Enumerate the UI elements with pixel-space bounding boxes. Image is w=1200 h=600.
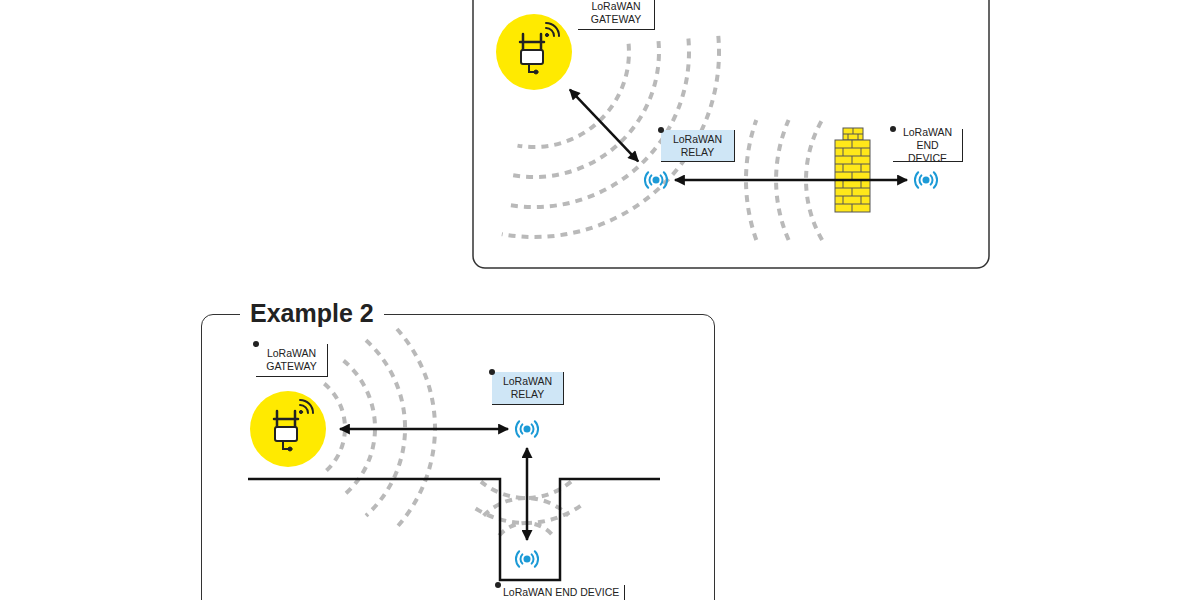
signal-arc: [366, 340, 405, 515]
node-label: LoRaWAN RELAY: [661, 130, 735, 162]
gateway-symbol: [250, 391, 326, 467]
radio-dot: [653, 177, 660, 184]
signal-arc: [518, 44, 629, 147]
gateway-body: [521, 50, 543, 64]
gateway-wave-dot: [299, 410, 302, 413]
node-label: LoRaWAN GATEWAY: [578, 0, 655, 30]
example-panel: Example 2LoRaWAN GATEWAYLoRaWAN RELAYLoR…: [201, 314, 715, 600]
signal-arc: [324, 384, 345, 473]
signal-arc: [472, 506, 581, 523]
gateway-wave-dot: [545, 33, 548, 36]
gateway-antennas: [520, 34, 544, 50]
signal-arc: [507, 39, 689, 208]
node-label: LoRaWAN RELAY: [492, 372, 564, 405]
signal-arc: [397, 329, 435, 527]
radio-symbol: [638, 162, 674, 198]
signal-arc: [344, 361, 375, 496]
signal-arc: [776, 120, 789, 240]
link-arrow: [570, 90, 638, 162]
radio-symbol: [509, 541, 545, 577]
radio-waves: [516, 421, 538, 437]
panel-frame: [473, 0, 989, 268]
signal-arcs: [324, 36, 822, 536]
radio-symbol: [509, 411, 545, 447]
radio-dot: [524, 556, 531, 563]
radio-dot: [923, 177, 930, 184]
signal-arc: [484, 498, 569, 516]
signal-arc: [499, 523, 553, 535]
link-arrow: [526, 448, 529, 540]
gateway-plug: [534, 70, 538, 74]
panel-heading: Example 2: [240, 298, 384, 328]
node-label: LoRaWAN END DEVICE: [498, 585, 625, 600]
gateway-waves: [546, 23, 559, 36]
brick-joints: [835, 128, 870, 212]
gateway-waves: [300, 400, 313, 413]
link-arrow: [340, 428, 508, 431]
gateway-node: LoRaWAN GATEWAY: [496, 14, 572, 90]
signal-arc: [481, 482, 571, 498]
signal-arc: [512, 41, 659, 177]
gateway-drawing: [274, 400, 313, 451]
end-device-node: LoRaWAN END DEVICE: [908, 162, 944, 198]
radio-symbol: [908, 162, 944, 198]
gateway-symbol: [496, 14, 572, 90]
radio-dot: [524, 426, 531, 433]
relay-node: LoRaWAN RELAY: [638, 162, 674, 198]
radio-waves: [915, 172, 937, 188]
radio-waves: [645, 172, 667, 188]
radio-waves: [516, 551, 538, 567]
signal-arc: [806, 120, 822, 240]
gateway-drawing: [520, 23, 559, 74]
end-device-node: LoRaWAN END DEVICE: [509, 541, 545, 577]
node-label: LoRaWAN GATEWAY: [256, 344, 328, 377]
wall-symbol: [835, 128, 870, 212]
gateway-antennas: [274, 411, 298, 427]
link-arrow: [675, 179, 907, 182]
signal-arc: [746, 120, 756, 240]
gateway-body: [275, 427, 297, 441]
gateway-plug: [288, 447, 292, 451]
gateway-node: LoRaWAN GATEWAY: [250, 391, 326, 467]
node-label: LoRaWAN END DEVICE: [893, 129, 963, 162]
ground-line: [248, 479, 660, 580]
relay-node: LoRaWAN RELAY: [509, 411, 545, 447]
